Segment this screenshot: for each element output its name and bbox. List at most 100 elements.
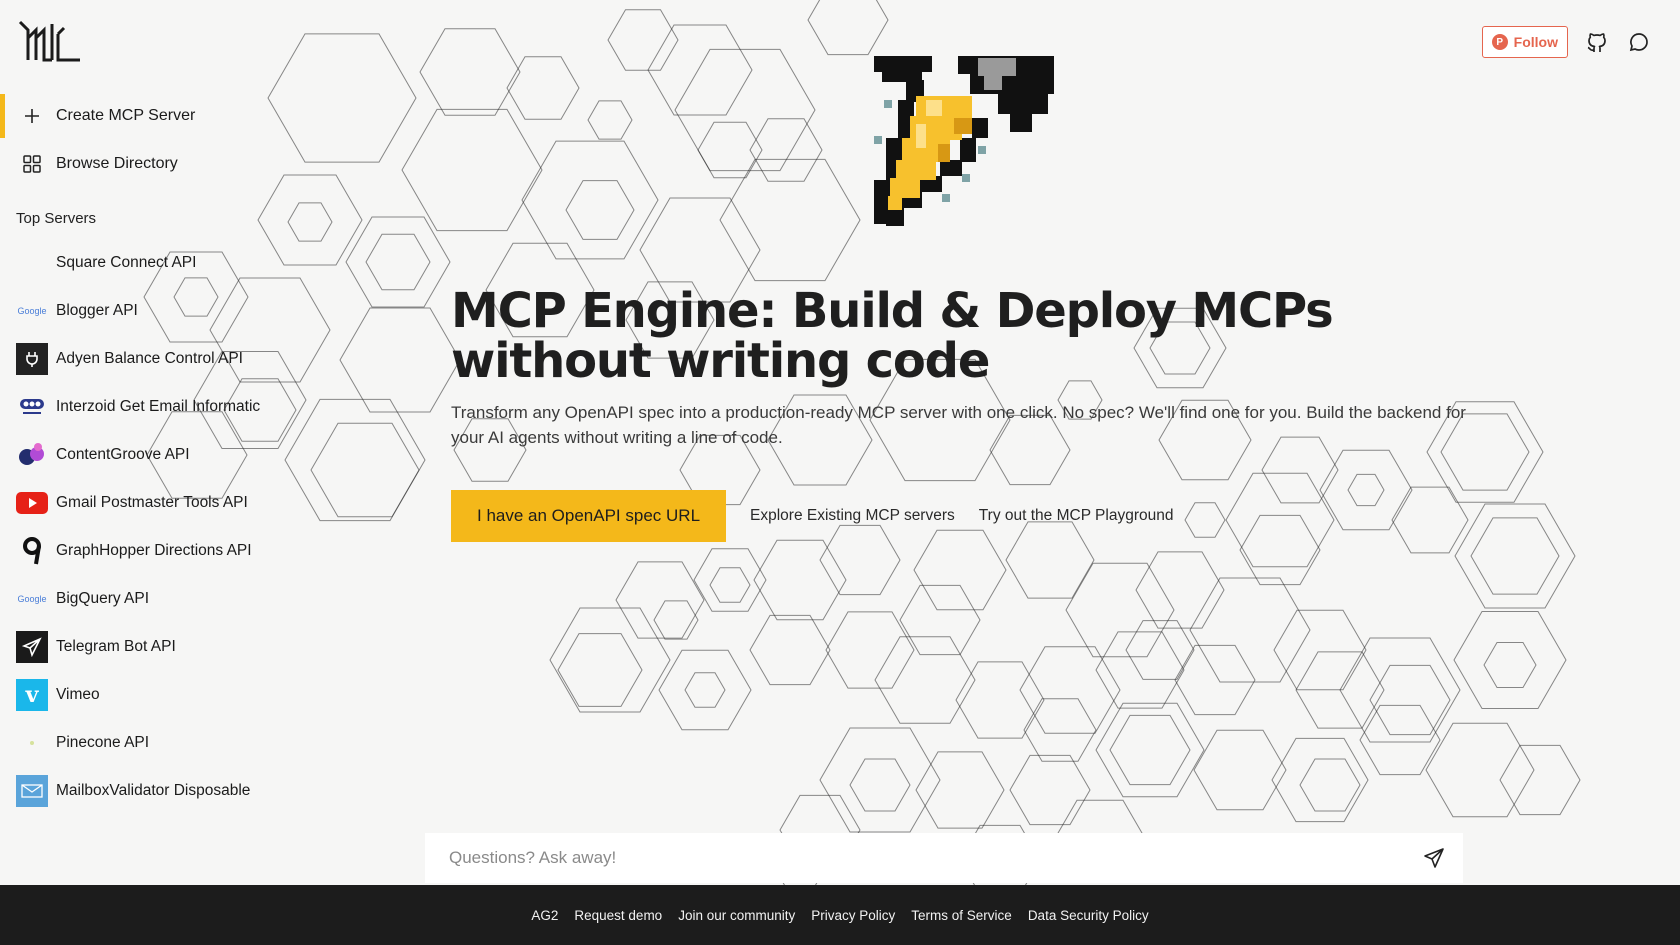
server-item-square-connect[interactable]: Square Connect API	[0, 239, 262, 287]
hexagon-decoration	[658, 649, 752, 731]
pixel-carrot-icon	[874, 56, 1054, 226]
hero: MCP Engine: Build & Deploy MCPs without …	[451, 286, 1491, 450]
server-item-graphhopper[interactable]: GraphHopper Directions API	[0, 527, 262, 575]
hexagon-decoration	[401, 108, 543, 232]
hexagon-decoration	[1295, 651, 1385, 729]
server-label: MailboxValidator Disposable	[56, 782, 251, 799]
hexagon-decoration	[1174, 644, 1256, 716]
server-label: Interzoid Get Email Informatic	[56, 398, 261, 415]
hexagon-decoration	[1273, 609, 1367, 691]
mcp-playground-link[interactable]: Try out the MCP Playground	[978, 507, 1174, 524]
hexagon-decoration	[615, 561, 705, 639]
footer-link-data-security[interactable]: Data Security Policy	[1027, 907, 1149, 923]
google-logo-icon: Google	[17, 594, 47, 604]
footer: AG2 Request demo Join our community Priv…	[0, 885, 1680, 945]
sidebar: Create MCP Server Browse Directory Top S…	[0, 92, 262, 832]
hexagon-decoration	[1369, 664, 1451, 736]
hexagon-decoration	[1189, 577, 1311, 683]
contentgroove-logo-icon	[16, 439, 48, 471]
hexagon-decoration	[521, 140, 659, 260]
hexagon-decoration	[1499, 744, 1581, 816]
server-item-telegram[interactable]: Telegram Bot API	[0, 623, 262, 671]
explore-mcp-servers-link[interactable]: Explore Existing MCP servers	[750, 507, 955, 524]
hexagon-decoration	[849, 758, 911, 812]
hexagon-decoration	[1319, 449, 1413, 531]
server-label: ContentGroove API	[56, 446, 190, 463]
hexagon-decoration	[565, 180, 635, 240]
server-item-gmail-postmaster[interactable]: Gmail Postmaster Tools API	[0, 479, 262, 527]
hexagon-decoration	[684, 672, 726, 708]
hexagon-decoration	[557, 633, 643, 707]
chat-bubble-icon[interactable]	[1626, 29, 1652, 55]
openapi-spec-url-button[interactable]: I have an OpenAPI spec URL	[451, 490, 727, 542]
hexagon-decoration	[1483, 642, 1537, 688]
hexagon-decoration	[653, 600, 699, 640]
hexagon-decoration	[874, 636, 976, 724]
top-servers-heading: Top Servers	[16, 210, 97, 227]
server-item-pinecone[interactable]: Pinecone API	[0, 719, 262, 767]
hexagon-decoration	[1470, 517, 1560, 595]
footer-link-ag2[interactable]: AG2	[531, 907, 559, 923]
hexagon-decoration	[345, 216, 451, 308]
footer-link-privacy[interactable]: Privacy Policy	[811, 907, 896, 923]
hexagon-decoration	[955, 661, 1045, 739]
hexagon-decoration	[587, 100, 633, 140]
server-label: Blogger API	[56, 302, 138, 319]
hero-actions: I have an OpenAPI spec URL Explore Exist…	[451, 490, 1173, 542]
hexagon-decoration	[647, 24, 753, 116]
youtube-logo-icon	[16, 487, 48, 519]
server-item-vimeo[interactable]: v Vimeo	[0, 671, 262, 719]
hexagon-decoration	[899, 584, 981, 656]
browse-directory-button[interactable]: Browse Directory	[0, 140, 262, 188]
server-label: Gmail Postmaster Tools API	[56, 494, 248, 511]
hexagon-decoration	[825, 611, 915, 689]
hexagon-decoration	[1453, 611, 1567, 709]
header-actions: P Follow	[1481, 26, 1652, 58]
github-icon[interactable]	[1584, 29, 1610, 55]
footer-link-community[interactable]: Join our community	[678, 907, 796, 923]
create-mcp-server-button[interactable]: Create MCP Server	[0, 92, 262, 140]
hexagon-decoration	[1299, 758, 1361, 812]
hexagon-decoration	[1225, 472, 1335, 568]
server-label: Square Connect API	[56, 254, 197, 271]
hexagon-decoration	[365, 233, 431, 291]
hexagon-decoration	[753, 539, 847, 621]
hexagon-decoration	[819, 727, 941, 833]
server-item-bigquery[interactable]: Google BigQuery API	[0, 575, 262, 623]
plug-icon	[16, 343, 48, 375]
footer-link-request-demo[interactable]: Request demo	[574, 907, 663, 923]
hexagon-decoration	[1359, 704, 1441, 776]
hexagon-decoration	[749, 614, 831, 686]
send-icon[interactable]	[1421, 845, 1447, 871]
hexagon-decoration	[1109, 714, 1191, 786]
server-item-mailboxvalidator[interactable]: MailboxValidator Disposable	[0, 767, 262, 815]
server-item-contentgroove[interactable]: ContentGroove API	[0, 431, 262, 479]
hexagon-decoration	[1065, 562, 1175, 658]
question-input[interactable]	[449, 848, 1349, 868]
hexagon-decoration	[1009, 754, 1091, 826]
server-item-blogger[interactable]: Google Blogger API	[0, 287, 262, 335]
follow-label: Follow	[1513, 34, 1558, 50]
plus-icon	[22, 106, 42, 126]
graphhopper-logo-icon	[16, 535, 48, 567]
producthunt-icon: P	[1491, 34, 1508, 50]
server-item-interzoid[interactable]: Interzoid Get Email Informatic	[0, 383, 262, 431]
hexagon-decoration	[310, 422, 420, 518]
hexagon-decoration	[749, 118, 823, 182]
pinecone-logo-icon	[16, 727, 48, 759]
create-mcp-server-label: Create MCP Server	[56, 107, 196, 124]
server-label: GraphHopper Directions API	[56, 542, 252, 559]
hexagon-decoration	[1391, 486, 1469, 554]
server-label: Adyen Balance Control API	[56, 350, 243, 367]
server-item-adyen[interactable]: Adyen Balance Control API	[0, 335, 262, 383]
hexagon-decoration	[693, 548, 767, 612]
hexagon-decoration	[674, 48, 816, 172]
mailboxvalidator-logo-icon	[16, 775, 48, 807]
footer-link-terms[interactable]: Terms of Service	[911, 907, 1012, 923]
mcp-logo-icon[interactable]	[18, 20, 82, 64]
follow-button[interactable]: P Follow	[1481, 26, 1568, 58]
hero-subtitle: Transform any OpenAPI spec into a produc…	[451, 403, 1466, 447]
hexagon-decoration	[915, 751, 1005, 829]
hexagon-decoration	[1125, 620, 1195, 680]
